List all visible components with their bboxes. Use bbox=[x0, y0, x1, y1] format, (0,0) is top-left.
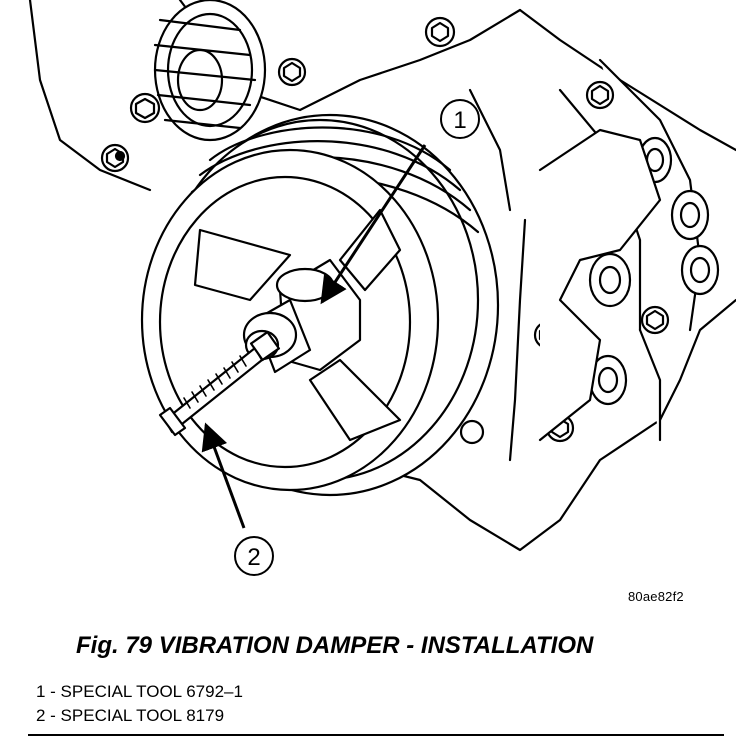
callout-arrow-2 bbox=[201, 422, 246, 529]
figure-caption: Fig. 79 VIBRATION DAMPER - INSTALLATION bbox=[76, 632, 594, 659]
callout-1-number: 1 bbox=[453, 107, 466, 134]
legend: 1 - SPECIAL TOOL 6792–1 2 - SPECIAL TOOL… bbox=[36, 680, 243, 728]
callout-2: 2 bbox=[234, 536, 274, 576]
threaded-rod-tool bbox=[158, 330, 281, 437]
figure-code: 80ae82f2 bbox=[628, 589, 684, 604]
legend-item-1: 1 - SPECIAL TOOL 6792–1 bbox=[36, 682, 243, 701]
accessory-bracket bbox=[508, 128, 720, 462]
callout-2-number: 2 bbox=[247, 544, 260, 571]
bottom-rule bbox=[28, 734, 724, 736]
legend-item-2: 2 - SPECIAL TOOL 8179 bbox=[36, 706, 225, 725]
callout-1: 1 bbox=[440, 99, 480, 139]
engine-damper-illustration: 1 2 bbox=[28, 0, 736, 576]
callout-arrow-1 bbox=[320, 144, 427, 305]
idler-pulley bbox=[153, 0, 267, 142]
